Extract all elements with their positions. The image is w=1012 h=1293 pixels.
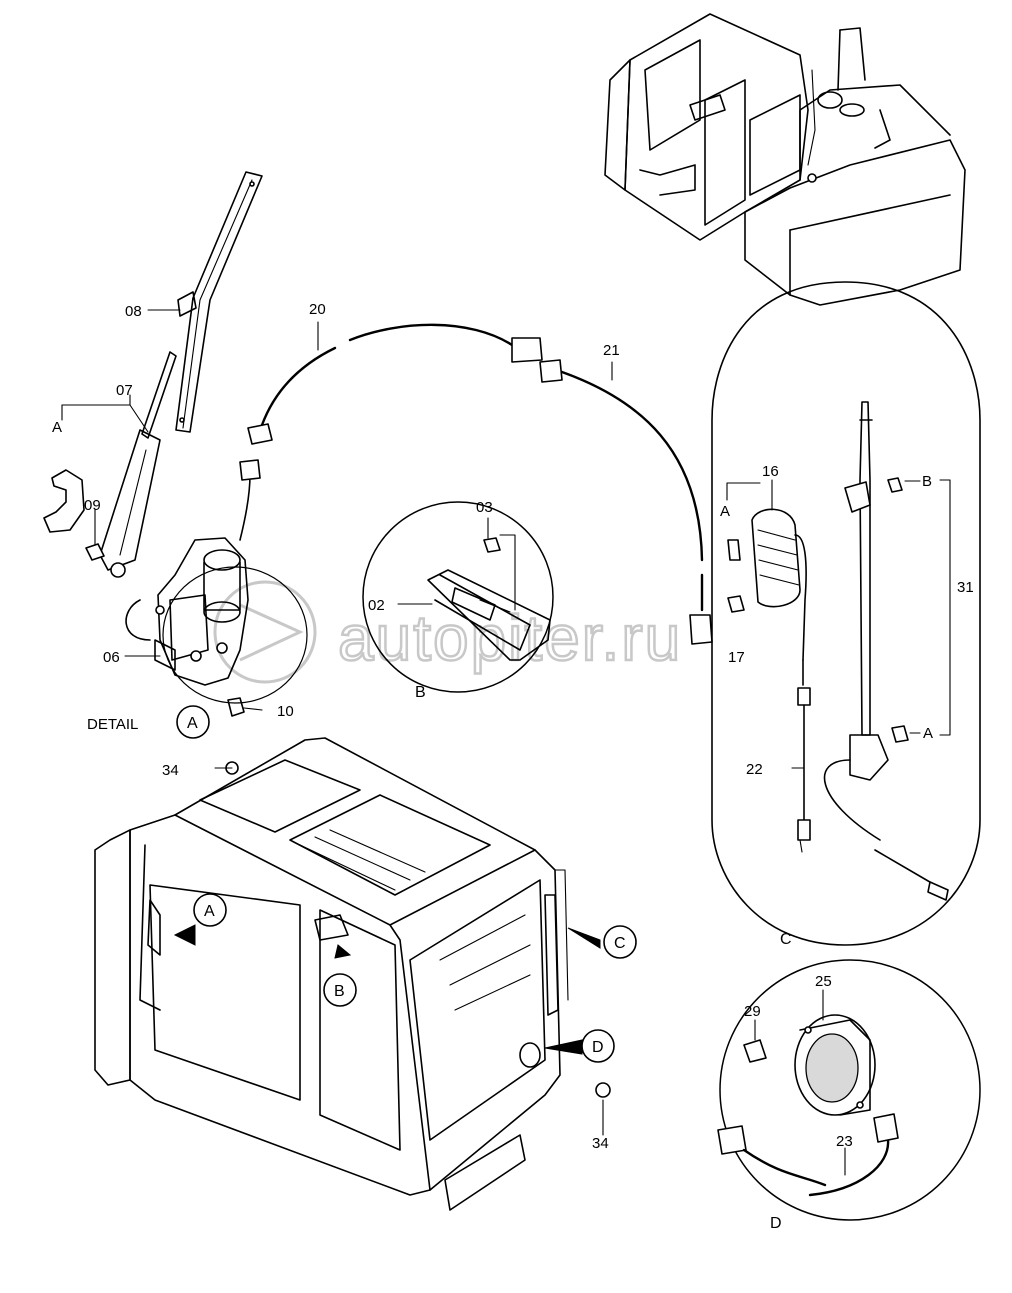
callout-34-bottom: 34 bbox=[592, 1135, 609, 1152]
callout-08: 08 bbox=[125, 303, 142, 320]
ref-a-lamp: A bbox=[720, 503, 730, 520]
callout-29: 29 bbox=[744, 1003, 761, 1020]
circle-c-label: C bbox=[614, 935, 626, 952]
detail-a-label: A bbox=[187, 715, 198, 732]
leader-lines bbox=[61, 309, 846, 1176]
callout-20: 20 bbox=[309, 301, 326, 318]
callout-34-top: 34 bbox=[162, 762, 179, 779]
callout-03: 03 bbox=[476, 499, 493, 516]
labels: 08 07 A 09 06 10 DETAIL A 20 21 03 02 B … bbox=[52, 301, 974, 1232]
detail-caption: DETAIL bbox=[87, 716, 138, 733]
speaker-detail bbox=[717, 959, 981, 1221]
callout-07: 07 bbox=[116, 382, 133, 399]
callout-16: 16 bbox=[762, 463, 779, 480]
callout-25: 25 bbox=[815, 973, 832, 990]
callout-23: 23 bbox=[836, 1133, 853, 1150]
detail-c-label: C bbox=[780, 931, 792, 948]
ref-a-antenna: A bbox=[923, 725, 933, 742]
circle-b-label: B bbox=[334, 983, 345, 1000]
callout-22: 22 bbox=[746, 761, 763, 778]
antenna-lamp-detail bbox=[711, 281, 981, 946]
callout-21: 21 bbox=[603, 342, 620, 359]
detail-d-label: D bbox=[770, 1215, 782, 1232]
detail-b-label: B bbox=[415, 684, 426, 701]
callout-09: 09 bbox=[84, 497, 101, 514]
callout-02: 02 bbox=[368, 597, 385, 614]
cab-assembly bbox=[94, 737, 611, 1211]
detail-a-outline bbox=[162, 566, 308, 704]
wiring-harness bbox=[247, 323, 713, 645]
callout-10: 10 bbox=[277, 703, 294, 720]
ref-b-antenna: B bbox=[922, 473, 932, 490]
callout-06: 06 bbox=[103, 649, 120, 666]
wiper-assembly bbox=[43, 171, 263, 717]
ref-a-wiper: A bbox=[52, 419, 62, 436]
callout-17: 17 bbox=[728, 649, 745, 666]
circle-a-label: A bbox=[204, 903, 215, 920]
excavator-overview bbox=[604, 13, 966, 306]
watermark: autopiter.ru bbox=[213, 580, 681, 684]
callout-31: 31 bbox=[957, 579, 974, 596]
room-lamp-detail bbox=[362, 501, 554, 693]
reference-circles bbox=[176, 705, 637, 1063]
circle-d-label: D bbox=[592, 1039, 604, 1056]
